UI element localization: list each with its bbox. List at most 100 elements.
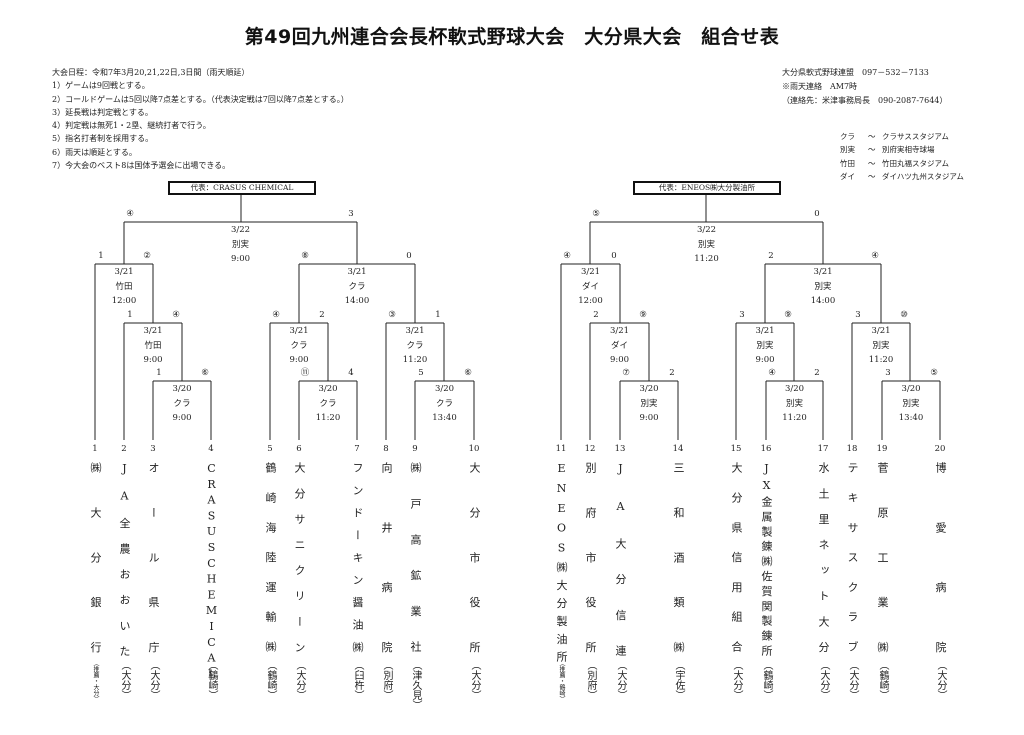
- game-date: 3/21: [347, 267, 367, 277]
- game-time: 11:20: [315, 413, 341, 423]
- team-number: 19: [876, 444, 888, 454]
- team-location: 別府: [380, 660, 392, 700]
- bracket-left-block: [94, 193, 475, 440]
- team-name: 別府市役所: [584, 462, 597, 686]
- score-left: ④: [768, 368, 776, 378]
- game-date: 3/20: [784, 384, 805, 394]
- team-name: オール県庁: [147, 462, 160, 686]
- score-left: ③: [388, 310, 396, 320]
- rule-line: 1）ゲームは9回戦とする。: [52, 81, 150, 91]
- score-left: 1: [127, 310, 133, 320]
- score-right: 3: [348, 209, 354, 219]
- game-date: 3/21: [755, 326, 775, 336]
- score-right: ⑤: [930, 368, 938, 378]
- score-left: ⑤: [592, 209, 600, 219]
- team-number: 11: [555, 444, 567, 454]
- score-right: ④: [871, 251, 879, 261]
- team-name: 菅原工業㈱: [876, 462, 889, 686]
- score-right: ⑨: [639, 310, 647, 320]
- team-number: 5: [267, 444, 273, 454]
- game-date: 3/21: [609, 326, 630, 336]
- team-name: JA大分信連: [614, 462, 627, 681]
- team-location: 大分: [730, 660, 742, 700]
- contact-person: （連絡先：米津事務局長 090-2087-7644）: [782, 96, 948, 105]
- team-name: テキサスクラブ: [846, 462, 859, 671]
- game-venue: 別実: [814, 281, 832, 292]
- team-name: 鶴崎海陸運輸㈱: [264, 462, 277, 671]
- venue-tilde: ～: [868, 171, 876, 181]
- score-right: ⑨: [784, 310, 792, 320]
- team-name: ㈱大分銀行: [89, 462, 102, 686]
- rule-line: 5）指名打者制を採用する。: [52, 134, 154, 144]
- game-date: 3/22: [696, 225, 717, 235]
- team-name: ㈱戸高鉱業社: [409, 462, 422, 677]
- score-left: ⑧: [301, 251, 309, 261]
- score-right: 0: [406, 251, 412, 261]
- team-location: 大分: [147, 660, 159, 700]
- team-location: 推薦・大分: [91, 660, 99, 702]
- venue-row: ダイ～ダイハツ九州スタジアム: [840, 170, 964, 183]
- game-venue: 別実: [640, 398, 658, 409]
- contact-info: 大分県軟式野球連盟 097－532－7133 ※雨天連絡 AM7時 （連絡先：米…: [782, 66, 947, 108]
- score-right: 1: [435, 310, 441, 320]
- game-venue: クラ: [406, 340, 424, 351]
- rule-line: 2）コールドゲームは5回以降7点差とする。（代表決定戦は7回以降7点差とする。）: [52, 94, 349, 104]
- game-venue: 竹田: [144, 340, 162, 351]
- team-number: 14: [672, 444, 684, 454]
- federation-phone: 大分県軟式野球連盟 097－532－7133: [782, 68, 929, 77]
- team-location: 鶴崎: [264, 660, 276, 700]
- score-right: 2: [814, 368, 820, 378]
- game-time: 9:00: [230, 254, 251, 264]
- game-time: 11:20: [868, 355, 894, 365]
- venue-name: クラサススタジアム: [882, 132, 949, 141]
- game-venue: クラ: [173, 398, 191, 409]
- team-name: CRASUSCHEMICAL: [205, 462, 218, 684]
- game-venue: クラ: [319, 398, 337, 409]
- team-location: 大分: [614, 660, 626, 700]
- venue-row: 別実～別府実相寺球場: [840, 143, 964, 156]
- venue-abbr: 竹田: [840, 158, 855, 168]
- game-venue: 別実: [697, 239, 715, 250]
- score-left: 3: [855, 310, 861, 320]
- game-date: 3/22: [230, 225, 251, 235]
- score-right: ⑥: [464, 368, 472, 378]
- team-location: 大分: [293, 660, 305, 700]
- score-right: 2: [669, 368, 675, 378]
- team-number: 18: [846, 444, 858, 454]
- team-number: 3: [150, 444, 156, 454]
- tournament-rules: 大会日程：令和7年3月20,21,22日,3日間（雨天順延） 1）ゲームは9回戦…: [52, 66, 349, 172]
- game-date: 3/21: [813, 267, 833, 277]
- game-venue: クラ: [348, 281, 366, 292]
- game-date: 3/21: [143, 326, 163, 336]
- game-time: 12:00: [111, 296, 137, 306]
- bracket-right-block: [560, 193, 941, 440]
- game-venue: ダイ: [610, 340, 628, 351]
- team-location: 推薦・鶴崎: [557, 660, 565, 702]
- venue-abbr: ダイ: [840, 171, 855, 181]
- team-location: 大分: [817, 660, 829, 700]
- rule-line: 7）今大会のベスト8は国体予選会に出場できる。: [52, 161, 231, 171]
- game-date: 3/20: [434, 384, 455, 394]
- score-right: 4: [348, 368, 354, 378]
- team-name: JX金属製錬㈱佐賀関製錬所: [760, 462, 773, 660]
- game-venue: 別実: [785, 398, 803, 409]
- game-info: 3/21 ダイ 9:00: [610, 324, 629, 368]
- team-name: フンドーキン醤油㈱: [351, 462, 364, 664]
- team-number: 6: [296, 444, 302, 454]
- team-number: 15: [730, 444, 742, 454]
- game-time: 9:00: [755, 355, 775, 365]
- score-right: ⑥: [201, 368, 209, 378]
- venue-abbr: 別実: [840, 145, 855, 155]
- venue-tilde: ～: [868, 145, 876, 155]
- team-location: 臼杵: [351, 660, 363, 700]
- team-name: ENEOS㈱大分製油所: [555, 462, 568, 669]
- game-time: 9:00: [609, 355, 630, 365]
